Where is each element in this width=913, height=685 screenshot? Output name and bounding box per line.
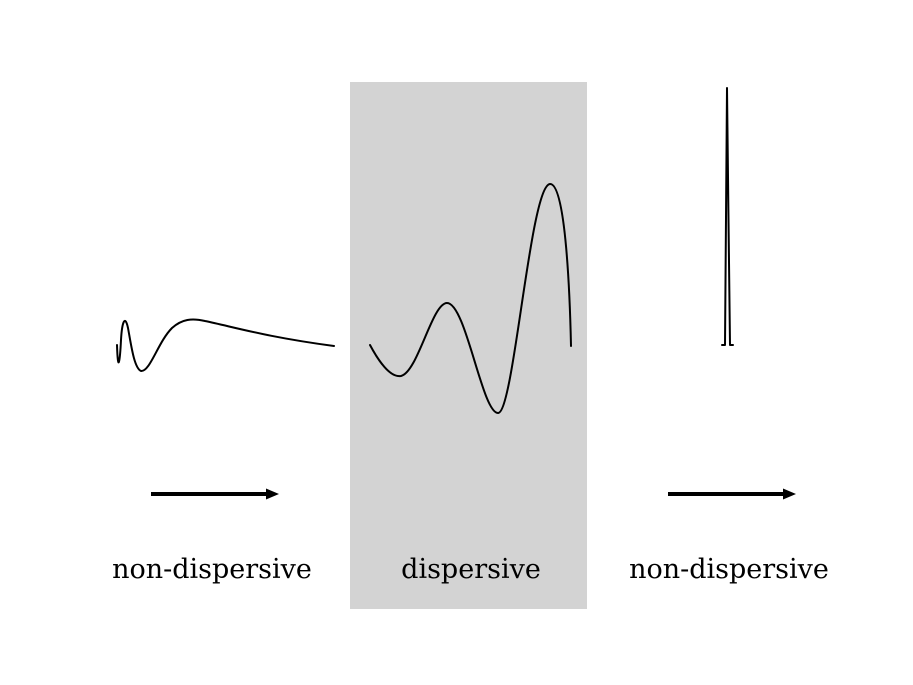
left-region-label: non-dispersive: [112, 554, 312, 585]
right-propagation-arrow: [668, 488, 796, 500]
left-wave-packet: [116, 318, 335, 372]
dispersive-region: [350, 82, 587, 609]
middle-region-label: dispersive: [401, 554, 541, 585]
right-region-label: non-dispersive: [629, 554, 829, 585]
left-propagation-arrow: [151, 488, 279, 500]
middle-wave-packet: [369, 182, 572, 414]
right-pulse: [721, 87, 734, 346]
